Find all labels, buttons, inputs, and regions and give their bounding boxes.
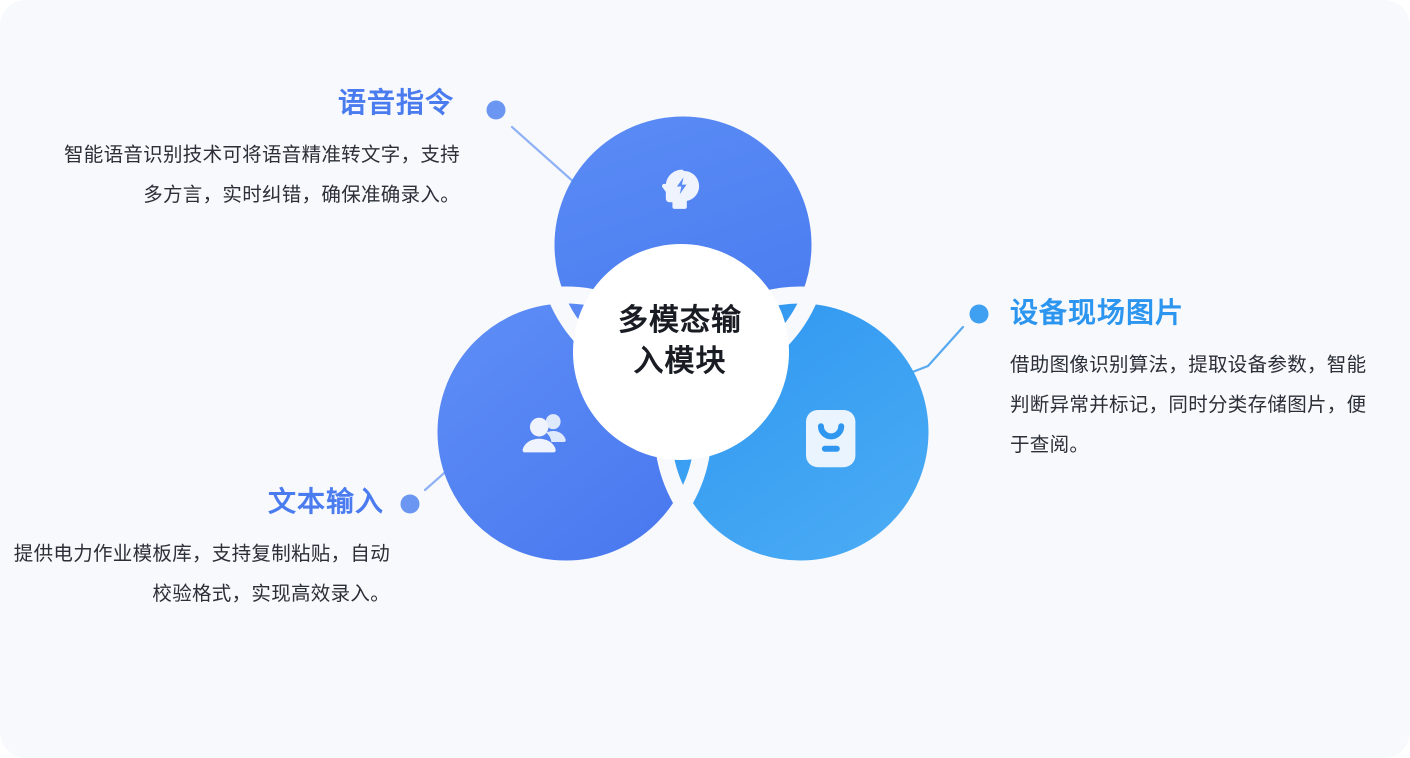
connector-voice: [486, 100, 578, 186]
clipboard-smile-icon: [806, 410, 856, 468]
block-voice-command-title: 语音指令: [337, 87, 454, 118]
block-device-photo-body: 借助图像识别算法，提取设备参数，智能判断异常并标记，同时分类存储图片，便于查阅。: [1010, 353, 1367, 456]
block-voice-command-body: 智能语音识别技术可将语音精准转文字，支持多方言，实时纠错，确保准确录入。: [63, 143, 460, 206]
users-icon: [522, 414, 566, 453]
center-circle: [573, 244, 789, 460]
block-device-photo-title: 设备现场图片: [1010, 297, 1185, 328]
center-label: 多模态输 入模块: [575, 300, 785, 383]
block-voice-command: 语音指令 智能语音识别技术可将语音精准转文字，支持多方言，实时纠错，确保准确录入…: [60, 86, 460, 216]
head-lightning-icon: [662, 169, 700, 209]
center-label-line2: 入模块: [633, 345, 727, 379]
block-device-photo: 设备现场图片 借助图像识别算法，提取设备参数，智能判断异常并标记，同时分类存储图…: [1010, 296, 1380, 466]
block-text-input: 文本输入 提供电力作业模板库，支持复制粘贴，自动校验格式，实现高效录入。: [0, 485, 390, 615]
center-label-line1: 多模态输: [618, 304, 742, 337]
block-text-input-title: 文本输入: [267, 486, 384, 517]
connector-dot-voice: [486, 100, 506, 120]
connector-dot-text: [400, 494, 420, 514]
block-text-input-body: 提供电力作业模板库，支持复制粘贴，自动校验格式，实现高效录入。: [13, 542, 390, 605]
connector-dot-image: [969, 304, 989, 324]
